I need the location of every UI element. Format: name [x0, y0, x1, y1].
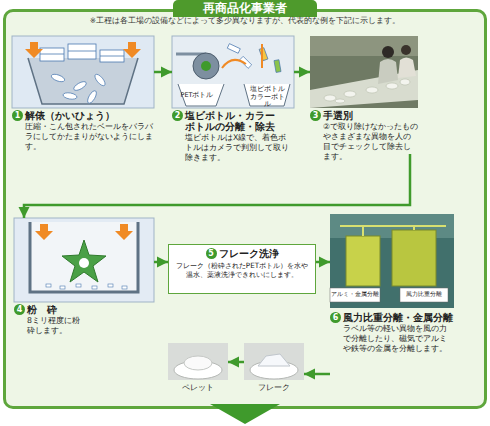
callout-number: 5	[206, 248, 217, 259]
step-header: 6風力比重分離・金属分離	[330, 312, 454, 323]
process-step: 2塩ビボトル・カラーボトルの分離・除去塩ビボトルはX線で、着色ボトルはカメラで判…	[172, 36, 294, 170]
flow-arrow	[154, 71, 172, 74]
step-header: 3手選別	[310, 110, 418, 121]
flow-arrow	[24, 154, 410, 218]
flow-arrow	[294, 71, 310, 74]
product-caption: ペレット	[168, 382, 228, 393]
step-description: 8ミリ程度に粉砕します。	[14, 316, 87, 336]
step-heading: 風力比重分離・金属分離	[343, 312, 453, 323]
step-header: 5フレーク洗浄	[173, 248, 311, 259]
step-description: 塩ビボトルはX線で、着色ボトルはカメラで判別して取り除きます。	[172, 133, 294, 163]
step-heading: 手選別	[323, 110, 353, 121]
flow-arrow	[316, 261, 330, 264]
step-description: ②で取り除けなかったものやさまざまな異物を人の目でチェックして除去します。	[310, 122, 418, 162]
step-header: 1解俵（かいひょう）	[12, 110, 154, 121]
step-heading: 塩ビボトル・カラーボトルの分離・除去	[185, 110, 281, 132]
product-caption: フレーク	[244, 382, 304, 393]
part-label: 塩ビボトル カラーボトル	[247, 86, 287, 109]
callout-number: 6	[330, 312, 341, 323]
process-step: 1解俵（かいひょう）圧縮・こん包されたベールをバラバラにしてかたまりがないように…	[12, 36, 154, 158]
step-header: 4粉 砕	[14, 304, 154, 315]
step-heading: 粉 砕	[27, 304, 57, 315]
step-header: 2塩ビボトル・カラーボトルの分離・除去	[172, 110, 294, 132]
flow-arrow	[228, 361, 244, 364]
step-description: 圧縮・こん包されたベールをバラバラにしてかたまりがないようにします。	[12, 122, 154, 152]
part-label: 風力比重分離	[400, 291, 448, 299]
process-step: 4粉 砕8ミリ程度に粉砕します。	[14, 218, 154, 358]
step-description: フレーク（粉砕されたPETボトル）を水や温水、薬液洗浄できれいにします。	[173, 261, 311, 279]
callout-number: 2	[172, 110, 183, 121]
part-label: アルミ・金属分離	[330, 291, 380, 299]
process-step: 6風力比重分離・金属分離ラベル等の軽い異物を風の力で分離したり、磁気でアルミや鉄…	[330, 214, 454, 382]
callout-number: 3	[310, 110, 321, 121]
process-box: 5フレーク洗浄フレーク（粉砕されたPETボトル）を水や温水、薬液洗浄できれいにし…	[168, 244, 316, 294]
callout-number: 4	[14, 304, 25, 315]
step-heading: 解俵（かいひょう）	[25, 110, 115, 121]
panel-heading: 再商品化事業者	[173, 0, 317, 17]
process-step: 3手選別②で取り除けなかったものやさまざまな異物を人の目でチェックして除去します…	[310, 36, 418, 154]
panel-note: ※工程は各工場の設備などによって多少異なりますが、代表的な例を下記に示します。	[6, 16, 484, 26]
step-heading: フレーク洗浄	[219, 248, 279, 259]
process-panel: 再商品化事業者※工程は各工場の設備などによって多少異なりますが、代表的な例を下記…	[3, 9, 487, 409]
product-node: フレーク	[244, 343, 304, 398]
part-label: PETボトル	[176, 92, 218, 100]
step-description: ラベル等の軽い異物を風の力で分離したり、磁気でアルミや鉄等の金属を分離します。	[330, 324, 454, 354]
flow-arrow	[304, 373, 330, 376]
product-node: ペレット	[168, 343, 228, 398]
callout-number: 1	[12, 110, 23, 121]
flow-arrow	[154, 261, 168, 264]
